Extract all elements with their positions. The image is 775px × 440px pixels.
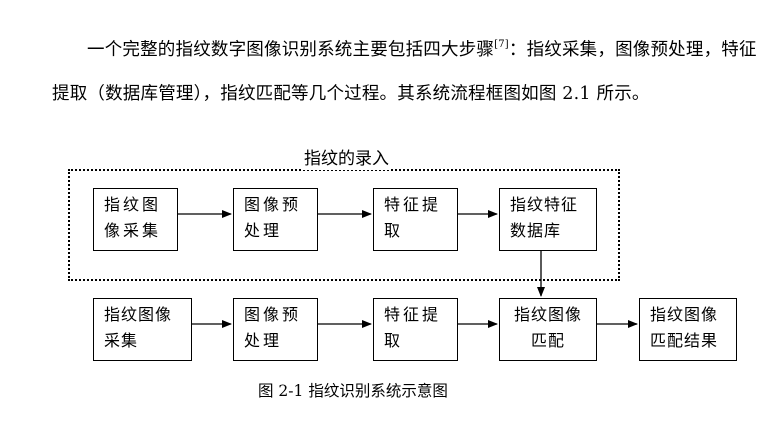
box-line: 特征提 [384,305,442,324]
box-line: 取 [384,221,404,240]
box-line: 取 [384,331,404,350]
paragraph-text: 一个完整的指纹数字图像识别系统主要包括四大步骤 [87,40,495,60]
box-line: 指纹图像 [104,305,173,324]
box-match-result: 指纹图像 匹配结果 [639,298,737,361]
box-line: 数据库 [510,221,562,240]
box-enroll-capture: 指纹图 像采集 [93,188,178,251]
box-line: 匹配结果 [650,331,719,350]
enrollment-group-title: 指纹的录入 [302,148,391,170]
paragraph-text-cont: ：指纹采集，图像预处理，特征提取（数据库管理），指纹匹配等几个过程。其系统流程框… [52,40,757,104]
box-fingerprint-match: 指纹图像 匹配 [499,298,597,361]
box-line: 匹配 [530,331,565,350]
box-enroll-preprocess: 图像预 处理 [233,188,318,251]
citation-ref: [7] [494,39,509,50]
enrollment-group-border [68,169,620,281]
box-line: 图像预 [244,305,302,324]
box-feature-database: 指纹特征 数据库 [499,188,597,251]
body-paragraph: 一个完整的指纹数字图像识别系统主要包括四大步骤[7]：指纹采集，图像预处理，特征… [52,28,757,116]
box-match-feature-extract: 特征提 取 [373,298,458,361]
box-line: 图像预 [244,195,302,214]
box-enroll-feature-extract: 特征提 取 [373,188,458,251]
box-line: 采集 [104,331,139,350]
box-match-preprocess: 图像预 处理 [233,298,318,361]
box-match-capture: 指纹图像 采集 [93,298,192,361]
box-line: 处理 [244,221,283,240]
box-line: 处理 [244,331,283,350]
figure-caption: 图 2-1 指纹识别系统示意图 [258,382,448,400]
box-line: 特征提 [384,195,442,214]
box-line: 指纹图 [104,195,162,214]
box-line: 指纹图像 [650,305,719,324]
box-line: 指纹图像 [513,305,582,324]
box-line: 指纹特征 [510,195,579,214]
box-line: 像采集 [104,221,162,240]
